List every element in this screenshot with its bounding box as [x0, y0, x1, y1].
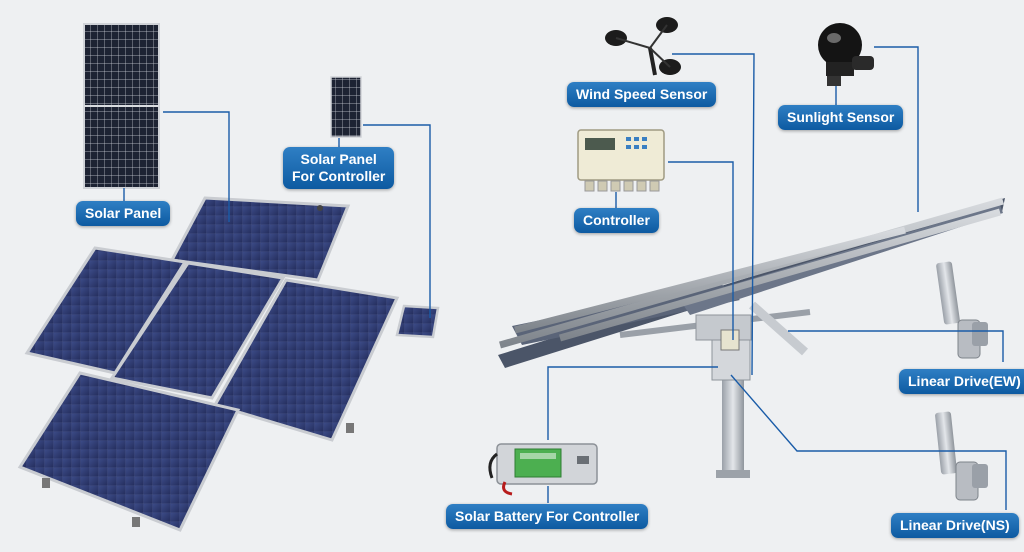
linear-drive-ns-icon	[935, 411, 988, 501]
array-panel	[109, 261, 286, 400]
label-solar-panel-for-controller-line2: For Controller	[292, 168, 386, 184]
label-solar-panel: Solar Panel	[76, 201, 171, 226]
solar-array	[17, 196, 400, 532]
controller-mounted	[720, 329, 740, 351]
label-solar-panel-for-controller: Solar Panel For Controller	[283, 147, 395, 189]
label-wind-speed-sensor: Wind Speed Sensor	[567, 82, 717, 107]
controller-icon	[577, 129, 665, 192]
array-panel	[17, 371, 241, 532]
label-sunlight-sensor: Sunlight Sensor	[778, 105, 904, 130]
controller-solar-panel-product	[330, 76, 362, 138]
label-linear-drive-ns: Linear Drive(NS)	[891, 513, 1019, 538]
label-linear-drive-ns-text: Linear Drive(NS)	[900, 517, 1010, 533]
battery-icon	[488, 443, 598, 496]
array-panel	[212, 278, 400, 442]
label-wind-speed-sensor-text: Wind Speed Sensor	[576, 86, 708, 102]
leader-lines-right	[547, 46, 1007, 510]
label-controller: Controller	[574, 208, 659, 233]
anemometer-icon	[605, 17, 681, 76]
controller-solar-panel	[395, 304, 440, 339]
label-solar-panel-text: Solar Panel	[85, 205, 162, 221]
label-linear-drive-ew: Linear Drive(EW)	[899, 369, 1024, 394]
label-solar-battery-for-controller-text: Solar Battery For Controller	[455, 508, 640, 524]
tracker-structure	[498, 197, 1005, 478]
sunlight-sensor-icon	[818, 23, 874, 86]
label-controller-text: Controller	[583, 212, 650, 228]
linear-drive-ew-icon	[936, 261, 988, 359]
label-linear-drive-ew-text: Linear Drive(EW)	[908, 373, 1021, 389]
label-solar-battery-for-controller: Solar Battery For Controller	[446, 504, 649, 529]
label-sunlight-sensor-text: Sunlight Sensor	[787, 109, 895, 125]
tracker-pole	[722, 375, 744, 475]
label-solar-panel-for-controller-line1: Solar Panel	[300, 151, 377, 167]
array-panel	[169, 196, 351, 282]
